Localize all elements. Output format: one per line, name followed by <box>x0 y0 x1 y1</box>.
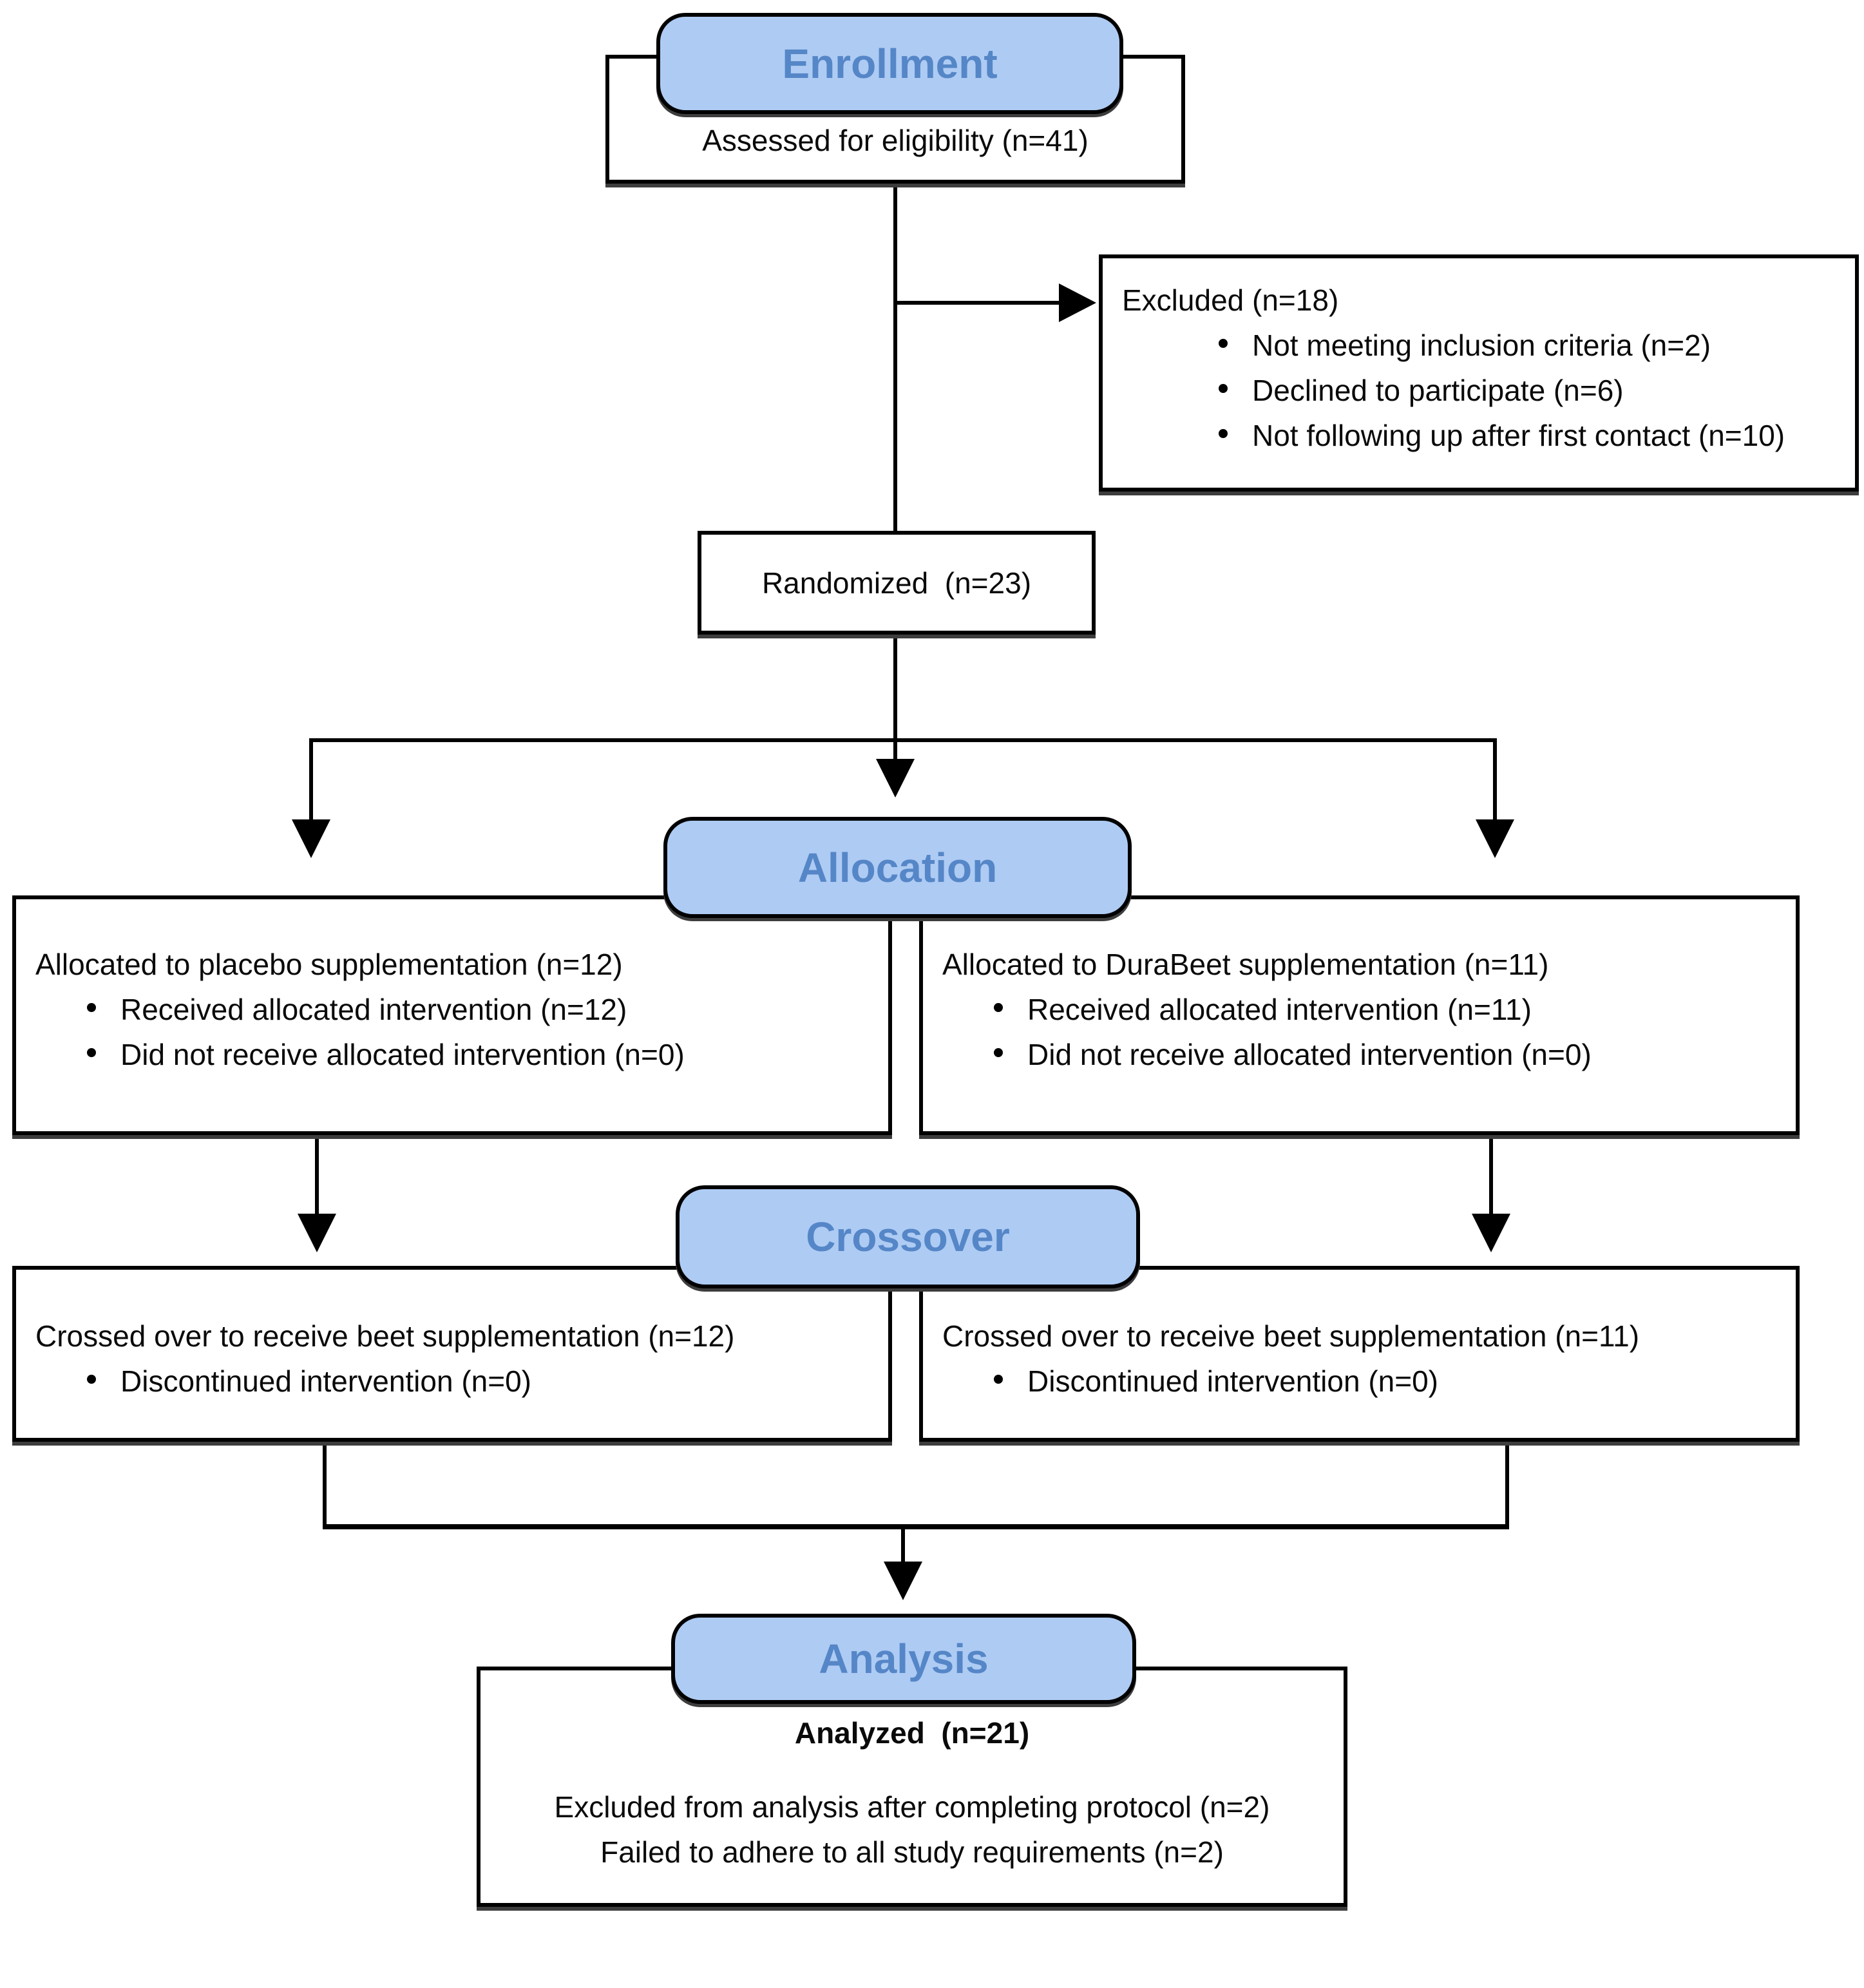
allocation-item: Did not receive allocated intervention (… <box>994 1032 1783 1077</box>
arrowhead-down-icon <box>1476 819 1514 858</box>
crossover-header-label: Crossover <box>806 1214 1010 1260</box>
crossover-header: Crossover <box>676 1185 1140 1288</box>
connector-line <box>895 301 1063 305</box>
bullet-icon <box>994 1048 1003 1057</box>
excluded-item: Not following up after first contact (n=… <box>1219 413 1842 458</box>
connector-line <box>1505 1440 1509 1529</box>
analysis-excluded-title: Excluded from analysis after completing … <box>554 1790 1270 1824</box>
excluded-item: Declined to participate (n=6) <box>1219 368 1842 413</box>
enrollment-header-label: Enrollment <box>782 40 998 87</box>
connector-line <box>323 1440 327 1529</box>
excluded-title: Excluded (n=18) <box>1122 283 1339 317</box>
crossover-right-title: Crossed over to receive beet supplementa… <box>942 1319 1640 1353</box>
arrowhead-down-icon <box>876 759 915 798</box>
connector-line <box>901 1527 905 1564</box>
allocation-item: Received allocated intervention (n=12) <box>87 987 875 1032</box>
bullet-icon <box>1219 339 1228 348</box>
allocation-durabeet-title: Allocated to DuraBeet supplementation (n… <box>942 948 1549 981</box>
allocation-placebo-box: Allocated to placebo supplementation (n=… <box>12 895 892 1135</box>
assessed-label: Assessed for eligibility (n=41) <box>702 124 1089 157</box>
arrowhead-down-icon <box>292 819 330 858</box>
analysis-header: Analysis <box>671 1614 1136 1704</box>
excluded-item-label: Not following up after first contact (n=… <box>1252 419 1785 452</box>
crossover-item-label: Discontinued intervention (n=0) <box>120 1364 531 1398</box>
crossover-item: Discontinued intervention (n=0) <box>994 1359 1783 1404</box>
analyzed-label: Analyzed (n=21) <box>794 1716 1030 1750</box>
spacer <box>480 1755 1344 1784</box>
connector-line <box>309 738 1497 742</box>
analyzed-box: Analyzed (n=21) Excluded from analysis a… <box>477 1667 1347 1907</box>
allocation-item: Received allocated intervention (n=11) <box>994 987 1783 1032</box>
allocation-header: Allocation <box>663 817 1132 918</box>
connector-line <box>309 738 313 822</box>
connector-line <box>1493 738 1497 822</box>
allocation-item: Did not receive allocated intervention (… <box>87 1032 875 1077</box>
bullet-icon <box>1219 429 1228 438</box>
allocation-item-label: Did not receive allocated intervention (… <box>1027 1038 1592 1071</box>
analysis-item-label: Failed to adhere to all study requiremen… <box>600 1835 1224 1869</box>
crossover-item-label: Discontinued intervention (n=0) <box>1027 1364 1438 1398</box>
bullet-icon <box>87 1375 96 1384</box>
crossover-left-box: Crossed over to receive beet supplementa… <box>12 1266 892 1442</box>
bullet-icon <box>994 1375 1003 1384</box>
bullet-icon <box>994 1003 1003 1012</box>
allocation-durabeet-box: Allocated to DuraBeet supplementation (n… <box>919 895 1800 1135</box>
excluded-item-label: Declined to participate (n=6) <box>1252 374 1624 407</box>
analysis-header-label: Analysis <box>819 1636 989 1682</box>
arrowhead-down-icon <box>298 1214 336 1252</box>
allocation-header-label: Allocation <box>797 844 998 891</box>
arrowhead-right-icon <box>1059 283 1096 322</box>
crossover-left-title: Crossed over to receive beet supplementa… <box>35 1319 735 1353</box>
enrollment-header: Enrollment <box>656 13 1123 114</box>
connector-line <box>315 1134 319 1216</box>
bullet-icon <box>87 1003 96 1012</box>
excluded-box: Excluded (n=18) Not meeting inclusion cr… <box>1099 254 1859 492</box>
allocation-item-label: Received allocated intervention (n=11) <box>1027 993 1532 1026</box>
randomized-label: Randomized (n=23) <box>761 566 1032 600</box>
allocation-item-label: Did not receive allocated intervention (… <box>120 1038 685 1071</box>
connector-line <box>1489 1134 1493 1216</box>
arrowhead-down-icon <box>1472 1214 1510 1252</box>
analysis-item: Failed to adhere to all study requiremen… <box>600 1830 1224 1875</box>
crossover-item: Discontinued intervention (n=0) <box>87 1359 875 1404</box>
arrowhead-down-icon <box>884 1562 922 1600</box>
randomized-box: Randomized (n=23) <box>698 531 1096 635</box>
bullet-icon <box>1219 384 1228 393</box>
crossover-right-box: Crossed over to receive beet supplementa… <box>919 1266 1800 1442</box>
connector-line <box>893 635 897 742</box>
allocation-placebo-title: Allocated to placebo supplementation (n=… <box>35 948 623 981</box>
connector-line <box>893 738 897 761</box>
excluded-item-label: Not meeting inclusion criteria (n=2) <box>1252 329 1711 362</box>
connector-line <box>893 182 897 532</box>
connector-line <box>323 1524 1509 1529</box>
excluded-item: Not meeting inclusion criteria (n=2) <box>1219 323 1842 368</box>
allocation-item-label: Received allocated intervention (n=12) <box>120 993 627 1026</box>
bullet-icon <box>87 1048 96 1057</box>
